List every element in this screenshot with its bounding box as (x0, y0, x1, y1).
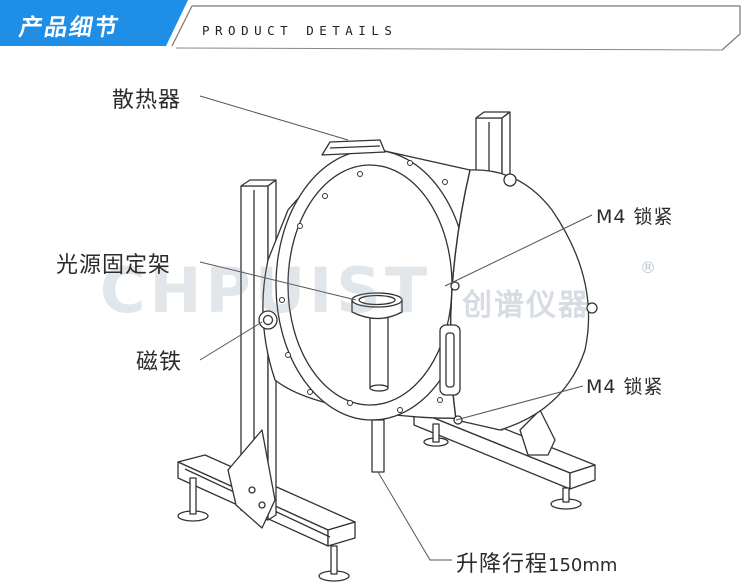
watermark-registered-mark: ® (640, 258, 656, 277)
left-upright (227, 179, 277, 529)
callout-m4-lock-top: M4 锁紧 (596, 206, 674, 228)
leader-lines (199, 95, 593, 561)
magnet-fixture (258, 310, 278, 330)
callout-lift-travel: 升降行程150mm (456, 546, 617, 578)
header-banner-shape (0, 0, 741, 51)
main-hemisphere (262, 139, 475, 421)
section-header: 产品细节 PRODUCT DETAILS (0, 0, 750, 52)
flange-bolts (279, 160, 448, 413)
section-subtitle: PRODUCT DETAILS (202, 23, 398, 38)
callout-light-source-mount: 光源固定架 (56, 253, 172, 278)
integrating-sphere-drawing (177, 95, 598, 582)
watermark-latin: CHPUIST (100, 254, 432, 327)
callout-m4-lock-bottom: M4 锁紧 (586, 376, 664, 398)
right-hemisphere (439, 169, 598, 431)
section-title: 产品细节 (17, 15, 122, 41)
callout-magnet: 磁铁 (136, 350, 183, 375)
lift-travel-value: 150mm (548, 555, 618, 576)
lift-travel-label: 升降行程 (456, 552, 549, 577)
callout-heatsink: 散热器 (112, 88, 182, 113)
watermark-chinese: 创谱仪器 (462, 288, 590, 323)
